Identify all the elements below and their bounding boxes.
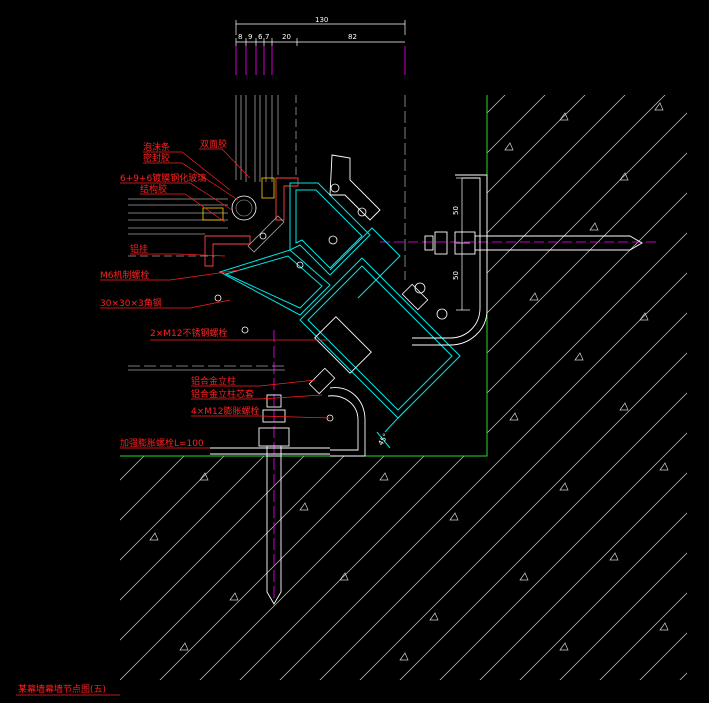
drawing-title: 某幕墙幕墙节点图(五) bbox=[18, 683, 106, 695]
callout-glass: 6+9+6镀膜钢化玻璃 bbox=[120, 172, 206, 184]
callout-reinforced-bolt: 加强膨胀螺栓L=100 bbox=[120, 437, 204, 449]
small-bolts bbox=[214, 183, 448, 422]
callout-angle-steel: 30×30×3角钢 bbox=[100, 297, 162, 309]
concrete-edge bbox=[120, 95, 488, 457]
anchor-bolt-horizontal bbox=[424, 231, 643, 255]
aluminium-mullion bbox=[218, 182, 461, 449]
vertical-glass-panel bbox=[235, 95, 406, 280]
callout-structural-glue: 结构胶 bbox=[140, 183, 167, 195]
aggregate-marks bbox=[149, 102, 669, 661]
dim-seg-5: 20 bbox=[282, 33, 291, 41]
callout-labels: 泡沫条 双面胶 密封胶 6+9+6镀膜钢化玻璃 结构胶 铝挂 M6机制螺栓 30… bbox=[18, 138, 260, 695]
extension-lines bbox=[235, 46, 660, 600]
dim-side-upper: 50 bbox=[452, 206, 460, 215]
dim-seg-6: 82 bbox=[348, 33, 357, 41]
steel-brackets bbox=[210, 154, 488, 457]
callout-leaders bbox=[16, 148, 331, 696]
callout-expansion-bolt: 4×M12膨胀螺栓 bbox=[191, 405, 260, 417]
callout-aluminium-hook: 铝挂 bbox=[130, 243, 148, 255]
dim-seg-2: 9 bbox=[248, 33, 252, 41]
dim-side-lower: 50 bbox=[452, 271, 460, 280]
callout-double-tape: 双面胶 bbox=[200, 138, 227, 150]
dim-seg-3: 6 bbox=[258, 33, 263, 41]
dim-seg-4: 7 bbox=[265, 33, 269, 41]
horizontal-glass-panel bbox=[128, 198, 285, 371]
callout-foam-rod: 泡沫条 bbox=[143, 141, 170, 153]
callout-stainless-bolt: 2×M12不锈钢螺栓 bbox=[150, 327, 228, 339]
callout-mullion-sleeve: 铝合金立柱芯套 bbox=[191, 388, 254, 400]
top-dimension bbox=[235, 20, 406, 46]
dim-seg-1: 8 bbox=[238, 33, 242, 41]
corner-joint bbox=[202, 177, 299, 267]
side-dimension bbox=[456, 177, 470, 311]
callout-mullion: 铝合金立柱 bbox=[191, 375, 236, 387]
dim-overall: 130 bbox=[315, 16, 328, 24]
callout-m6-bolt: M6机制螺栓 bbox=[100, 269, 150, 281]
callout-sealant: 密封胶 bbox=[143, 152, 170, 164]
